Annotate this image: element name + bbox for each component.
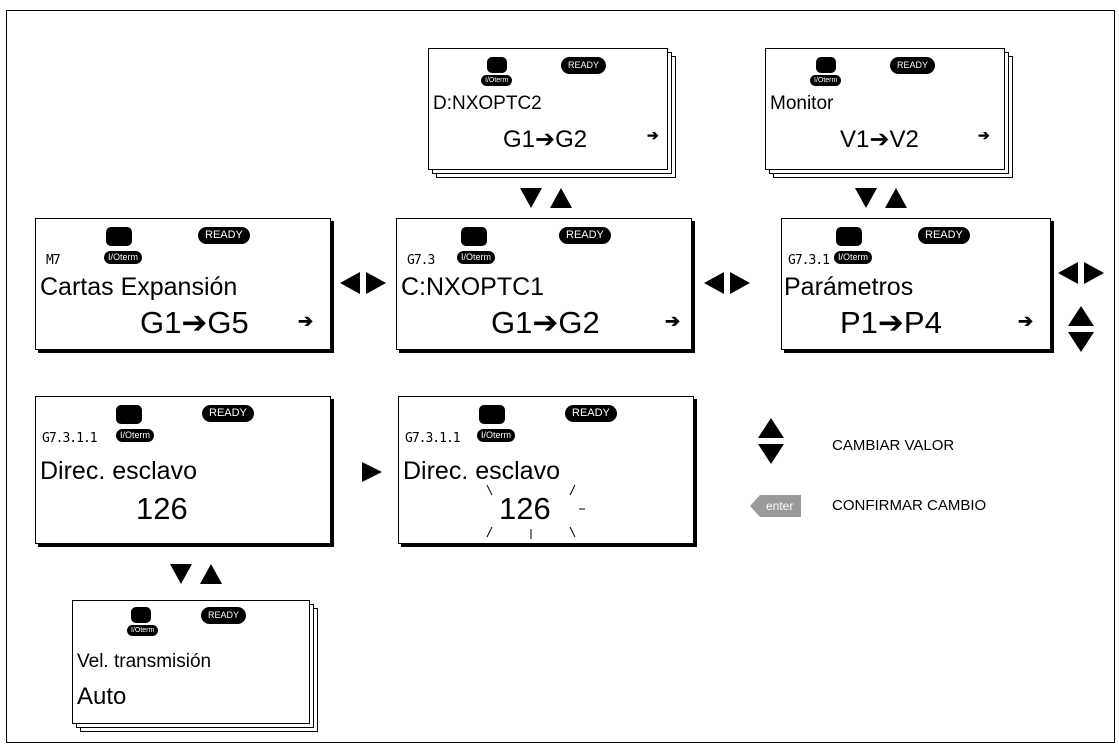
rotate-icon — [836, 227, 862, 246]
menu-code: G7.3.1.1 — [405, 431, 461, 446]
left-right-arrows-icon — [1058, 262, 1104, 284]
cursor-arrow-icon: ➔ — [665, 311, 681, 331]
panel-line1: Parámetros — [784, 273, 914, 301]
ioterm-indicator: I/Oterm — [127, 625, 159, 636]
panel-line1: Monitor — [770, 93, 834, 114]
cursor-arrow-icon: ➔ — [647, 127, 659, 143]
panel-line1: D:NXOPTC2 — [433, 93, 542, 114]
menu-code: G7.3.1 — [788, 253, 830, 268]
change-value-label: CAMBIAR VALOR — [832, 437, 955, 454]
rotate-icon — [131, 607, 151, 623]
ioterm-indicator: I/Oterm — [116, 429, 155, 442]
ioterm-indicator: I/Oterm — [457, 251, 496, 264]
ready-indicator: READY — [565, 405, 617, 422]
confirm-change-label: CONFIRMAR CAMBIO — [832, 497, 987, 514]
ioterm-indicator: I/Oterm — [477, 429, 516, 442]
diagram-frame — [6, 10, 1115, 743]
cursor-arrow-icon: ➔ — [1018, 311, 1034, 331]
ready-indicator: READY — [202, 405, 254, 422]
panel-line2: G1➔G5 — [140, 305, 249, 340]
ready-indicator: READY — [918, 227, 970, 244]
nxoptc2-panel: I/Oterm READY D:NXOPTC2 G1➔G2 ➔ — [428, 48, 678, 178]
panel-line2: G1➔G2 — [503, 126, 588, 153]
rotate-icon — [479, 405, 505, 424]
ioterm-indicator: I/Oterm — [481, 75, 513, 86]
ioterm-indicator: I/Oterm — [810, 75, 842, 86]
right-arrow-icon — [362, 462, 382, 482]
rotate-icon — [816, 57, 836, 73]
left-right-arrows-icon — [340, 272, 386, 294]
left-right-arrows-icon — [704, 272, 750, 294]
enter-key-icon: enter — [750, 495, 802, 517]
menu-code: M7 — [46, 253, 61, 268]
menu-code: G7.3 — [407, 253, 435, 268]
up-down-arrows-icon — [758, 418, 784, 464]
cursor-arrow-icon: ➔ — [978, 127, 990, 143]
panel-line1: Vel. transmisión — [77, 651, 212, 672]
parameters-panel: G7.3.1 I/Oterm READY Parámetros P1➔P4 ➔ — [781, 218, 1051, 350]
panel-line1: Direc. esclavo — [40, 457, 197, 485]
panel-line2: V1➔V2 — [840, 126, 919, 153]
nxoptc1-panel: G7.3 I/Oterm READY C:NXOPTC1 G1➔G2 ➔ — [396, 218, 692, 350]
panel-line2-blinking: 126 — [499, 491, 551, 526]
panel-line1: Direc. esclavo — [403, 457, 560, 485]
blink-rays-icon — [486, 484, 585, 539]
ready-indicator: READY — [198, 227, 250, 244]
rotate-icon — [116, 405, 142, 424]
ready-indicator: READY — [559, 227, 611, 244]
monitor-panel: I/Oterm READY Monitor V1➔V2 ➔ — [765, 48, 1015, 178]
panel-line2: 126 — [136, 491, 188, 526]
slave-address-panel: G7.3.1.1 I/Oterm READY Direc. esclavo 12… — [35, 396, 331, 544]
panel-line2: Auto — [77, 683, 127, 710]
down-up-arrows-icon — [170, 564, 222, 584]
rotate-icon — [461, 227, 487, 246]
panel-line1: C:NXOPTC1 — [401, 273, 545, 301]
expansion-panel: M7 I/Oterm READY Cartas Expansión G1➔G5 … — [35, 218, 331, 350]
menu-code: G7.3.1.1 — [42, 431, 98, 446]
ready-indicator: READY — [201, 607, 247, 624]
panel-line2: P1➔P4 — [840, 305, 942, 340]
panel-line2: G1➔G2 — [491, 305, 600, 340]
ioterm-indicator: I/Oterm — [104, 251, 143, 264]
slave-address-edit-panel: G7.3.1.1 I/Oterm READY Direc. esclavo 12… — [398, 396, 694, 544]
rotate-icon — [106, 227, 132, 246]
panel-line1: Cartas Expansión — [40, 273, 238, 301]
down-up-arrows-icon — [855, 188, 907, 208]
rotate-icon — [487, 57, 507, 73]
ready-indicator: READY — [561, 57, 607, 74]
up-down-arrows-icon — [1068, 306, 1094, 352]
down-up-arrows-icon — [520, 188, 572, 208]
baud-rate-panel: I/Oterm READY Vel. transmisión Auto — [72, 600, 320, 734]
cursor-arrow-icon: ➔ — [298, 311, 314, 331]
ready-indicator: READY — [890, 57, 936, 74]
ioterm-indicator: I/Oterm — [834, 251, 873, 264]
